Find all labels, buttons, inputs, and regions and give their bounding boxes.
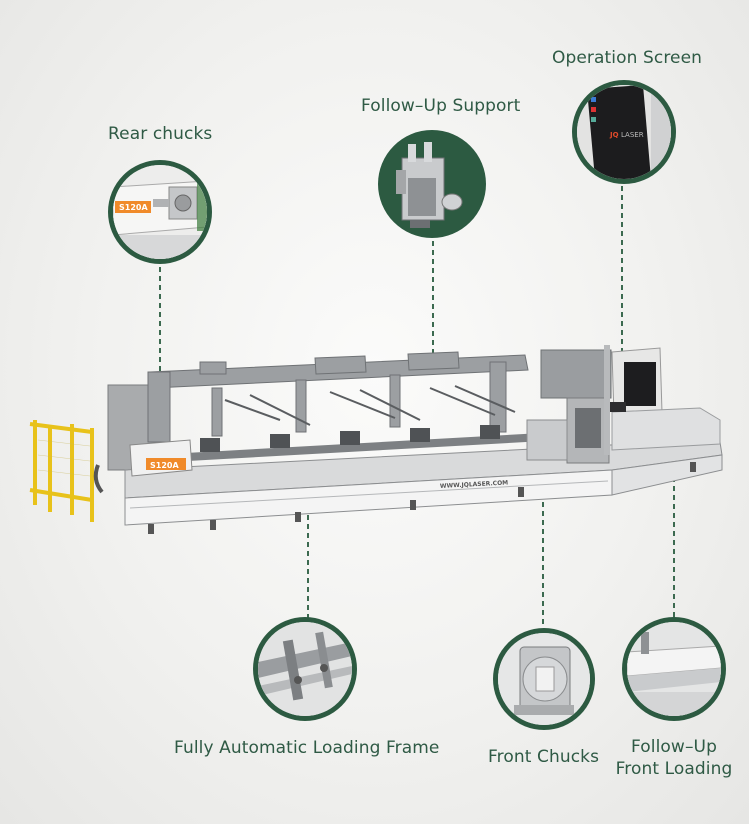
front-chucks-detail-image bbox=[498, 633, 590, 725]
front-loading-label-line1: Follow–Up bbox=[631, 737, 717, 757]
operation-screen-circle: JQ LASER bbox=[572, 80, 676, 184]
operation-screen-detail-image: JQ LASER bbox=[577, 85, 671, 179]
follow-up-support-detail-image bbox=[396, 142, 463, 228]
front-chucks-label: Front Chucks bbox=[488, 747, 600, 767]
operation-screen-label: Operation Screen bbox=[552, 48, 703, 68]
loading-frame-detail-image bbox=[258, 622, 352, 716]
front-loading-detail-image bbox=[627, 622, 721, 716]
rear-chucks-label: Rear chucks bbox=[108, 124, 213, 144]
website-text: WWW.JQLASER.COM bbox=[440, 479, 509, 490]
rear-chucks-circle: S120A bbox=[108, 160, 212, 264]
front-loading-label: Follow–Up Front Loading bbox=[612, 736, 736, 780]
rear-chucks-detail-image: S120A bbox=[113, 165, 207, 259]
cutting-head-housing bbox=[540, 349, 612, 399]
front-loading-label-line2: Front Loading bbox=[615, 759, 733, 779]
loading-frame-label: Fully Automatic Loading Frame bbox=[174, 738, 440, 758]
front-loading-circle bbox=[622, 617, 726, 721]
model-badge-text: S120A bbox=[150, 461, 179, 470]
svg-text:JQ: JQ bbox=[609, 131, 619, 139]
follow-up-support-label: Follow–Up Support bbox=[361, 96, 521, 116]
follow-up-support-circle bbox=[378, 130, 486, 238]
loading-frame-circle bbox=[253, 617, 357, 721]
svg-text:S120A: S120A bbox=[119, 203, 148, 212]
front-chucks-circle bbox=[493, 628, 595, 730]
loading-frame-gantry bbox=[147, 351, 529, 443]
svg-text:LASER: LASER bbox=[621, 131, 644, 139]
model-badge bbox=[146, 458, 186, 470]
safety-fence bbox=[29, 420, 94, 522]
